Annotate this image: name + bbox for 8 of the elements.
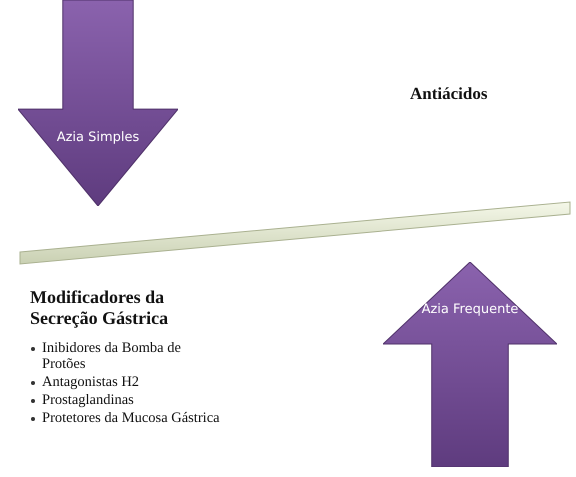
arrow-label: Azia Frequente (420, 302, 520, 317)
bullet-item: Prostaglandinas (42, 392, 135, 408)
heading-text: Antiácidos (410, 84, 488, 104)
bullet-item: Antagonistas H2 (42, 374, 140, 390)
bullet-item: Inibidores da Bomba de Protões (42, 340, 182, 372)
heading-text: Modificadores da Secreção Gástrica (30, 287, 170, 329)
bullet-item: Protetores da Mucosa Gástrica (42, 410, 220, 426)
arrow-label: Azia Simples (56, 130, 140, 145)
